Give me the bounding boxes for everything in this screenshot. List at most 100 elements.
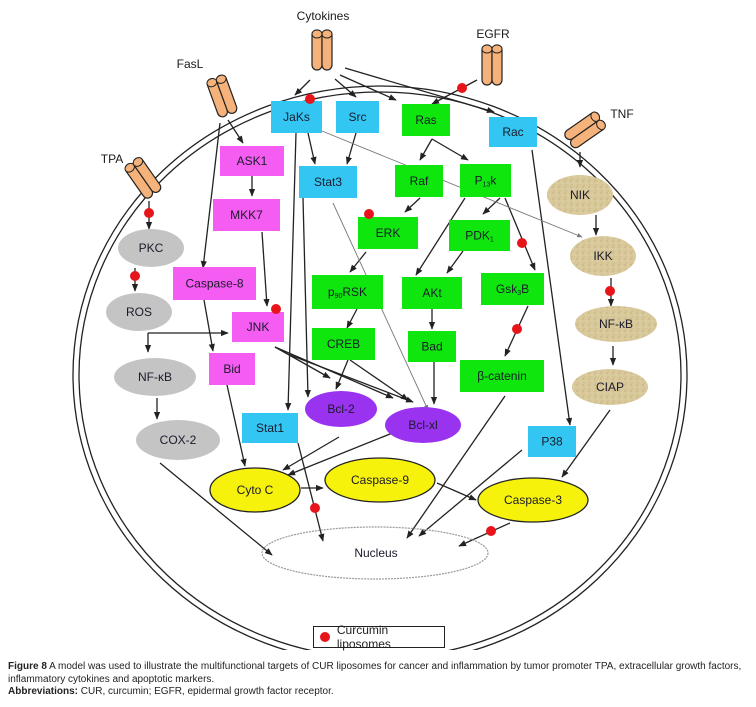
node-label: MKK7: [230, 208, 263, 222]
red-dot-icon: [310, 503, 320, 513]
node-label: β-catenin: [477, 369, 527, 383]
node-shape: [449, 220, 510, 251]
node-shape: [209, 353, 255, 385]
legend-label: Curcumin liposomes: [336, 623, 391, 651]
node-pkc: PKC: [118, 229, 184, 267]
receptor-label: TPA: [101, 152, 123, 166]
node-shape: [324, 457, 436, 503]
receptor-label: EGFR: [476, 27, 510, 41]
node-ras: Ras: [402, 104, 450, 136]
node-shape: [232, 312, 284, 342]
node-shape: [312, 328, 375, 360]
node-shape: [460, 360, 544, 392]
node-label: CREB: [327, 337, 360, 351]
red-dot-icon: [271, 304, 281, 314]
node-shape: [460, 164, 511, 197]
node-erk: ERK: [358, 217, 418, 249]
receptor-icon: [311, 29, 333, 71]
node-label: JNK: [247, 320, 270, 334]
receptor-icon: [564, 111, 606, 149]
node-raf: Raf: [395, 165, 443, 197]
node-label: Stat3: [314, 175, 342, 189]
node-jaks: JaKs: [271, 101, 322, 133]
node-label: Ras: [415, 113, 436, 127]
node-mkk7: MKK7: [213, 199, 280, 231]
node-label: AKt: [422, 286, 442, 300]
receptor-label: FasL: [177, 57, 204, 71]
node-shape: [173, 267, 256, 300]
node-p38: P38: [528, 426, 576, 457]
red-dot-icon: [605, 286, 615, 296]
node-label: JaKs: [283, 110, 310, 124]
node-shape: [402, 104, 450, 136]
node-shape: [305, 391, 377, 427]
node-shape: [402, 277, 462, 309]
node-p90rsk: p90RSK: [312, 275, 383, 309]
node-label: Caspase-9: [351, 473, 409, 487]
node-label: PKC: [139, 241, 164, 255]
node-label: p90RSK: [328, 285, 367, 300]
node-label: Bad: [421, 340, 442, 354]
node-label: COX-2: [160, 433, 197, 447]
node-label: Raf: [410, 174, 429, 188]
abbreviations-text: CUR, curcumin; EGFR, epidermal growth fa…: [78, 686, 334, 697]
node-bad: Bad: [408, 331, 456, 362]
node-shape: [220, 146, 284, 176]
curcumin-inhibition-markers: [130, 83, 615, 536]
node-shape: [385, 407, 461, 443]
node-shape: [481, 273, 544, 305]
figure-text: A model was used to illustrate the multi…: [8, 661, 742, 685]
node-label: NF-κB: [599, 317, 633, 331]
node-shape: [575, 306, 657, 342]
node-shape: [114, 358, 196, 396]
node-rac: Rac: [489, 117, 537, 147]
node-caspase3: Caspase-3: [477, 477, 589, 523]
node-label: Bcl-xl: [408, 418, 437, 432]
node-shape: [213, 199, 280, 231]
figure-caption: Figure 8 A model was used to illustrate …: [8, 661, 753, 699]
caption-abbreviations: Abbreviations: CUR, curcumin; EGFR, epid…: [8, 686, 753, 699]
node-caspase8: Caspase-8: [173, 267, 256, 300]
receptor-icon: [206, 74, 238, 118]
abbreviations-label: Abbreviations:: [8, 686, 79, 697]
red-dot-icon: [457, 83, 467, 93]
node-label: IKK: [593, 249, 612, 263]
node-shape: [572, 369, 648, 405]
node-src: Src: [336, 101, 379, 133]
node-label: ERK: [376, 226, 401, 240]
receptor-egfr: EGFR: [476, 27, 510, 86]
node-bcatenin: β-catenin: [460, 360, 544, 392]
node-stat1: Stat1: [242, 413, 298, 443]
red-dot-icon: [486, 526, 496, 536]
node-shape: [358, 217, 418, 249]
node-label: PDK1: [465, 229, 494, 244]
node-label: CIAP: [596, 380, 624, 394]
nucleus: Nucleus: [261, 526, 489, 580]
node-bclxl: Bcl-xl: [385, 407, 461, 443]
node-shape: [528, 426, 576, 457]
node-label: ASK1: [237, 154, 268, 168]
receptor-label: TNF: [610, 107, 633, 121]
node-jnk: JNK: [232, 312, 284, 342]
node-gsk3b: Gsk3B: [481, 273, 544, 305]
node-ask1: ASK1: [220, 146, 284, 176]
node-shape: [106, 293, 172, 331]
node-shape: [209, 467, 301, 513]
node-ikk: IKK: [570, 236, 636, 276]
node-label: Src: [349, 110, 367, 124]
receptor-label: Cytokines: [297, 9, 350, 23]
node-shape: [489, 117, 537, 147]
node-nfkb-left: NF-κB: [114, 358, 196, 396]
cell-membrane: [72, 85, 688, 650]
legend: Curcumin liposomes: [313, 623, 445, 651]
node-label: Gsk3B: [496, 282, 529, 297]
receptor-tpa: TPA: [101, 152, 162, 199]
node-label: Rac: [502, 125, 523, 139]
node-label: Caspase-8: [185, 277, 243, 291]
node-creb: CREB: [312, 328, 375, 360]
node-nfkb-right: NF-κB: [575, 306, 657, 342]
node-caspase9: Caspase-9: [324, 457, 436, 503]
node-label: Caspase-3: [504, 493, 562, 507]
node-shape: [408, 331, 456, 362]
